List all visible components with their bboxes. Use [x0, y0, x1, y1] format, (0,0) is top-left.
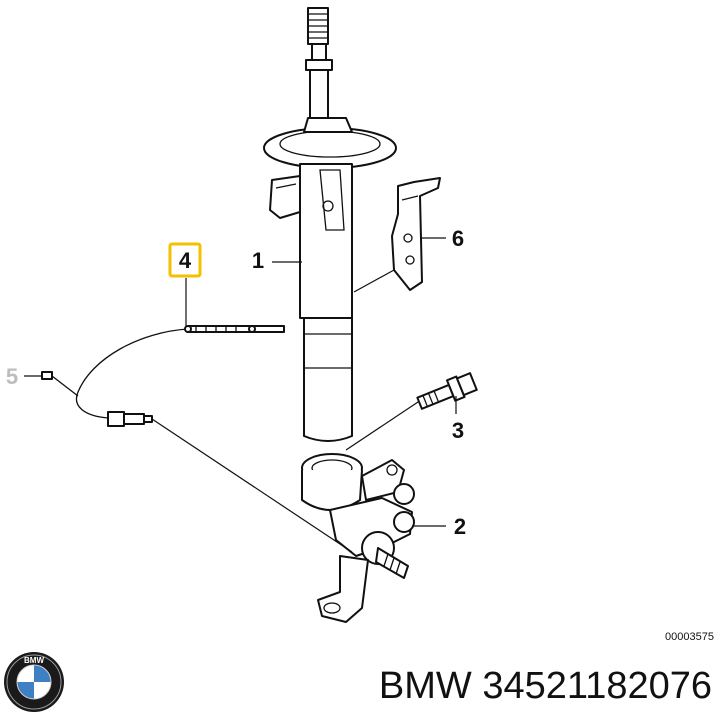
mounting-bracket — [391, 177, 441, 291]
hex-bolt — [416, 372, 478, 410]
reference-number: 00003575 — [665, 631, 714, 643]
strut-assembly — [263, 7, 397, 442]
callout-4: 4 — [179, 248, 192, 273]
callout-5: 5 — [6, 364, 18, 389]
callout-6: 6 — [452, 226, 464, 251]
steering-knuckle — [301, 453, 415, 623]
bmw-roundel-icon: BMW — [4, 652, 64, 712]
leader-6-strut — [353, 269, 395, 293]
small-screw — [41, 371, 79, 397]
callout-4-highlight — [168, 242, 202, 278]
sensor-axis-line — [151, 418, 353, 553]
part-number-caption: BMW 34521182076 — [379, 665, 712, 707]
callout-2: 2 — [454, 514, 466, 539]
leader-3 — [345, 401, 419, 451]
callout-3: 3 — [452, 418, 464, 443]
sensor-cable — [75, 325, 285, 427]
svg-text:BMW: BMW — [24, 656, 44, 665]
callout-1: 1 — [252, 248, 264, 273]
